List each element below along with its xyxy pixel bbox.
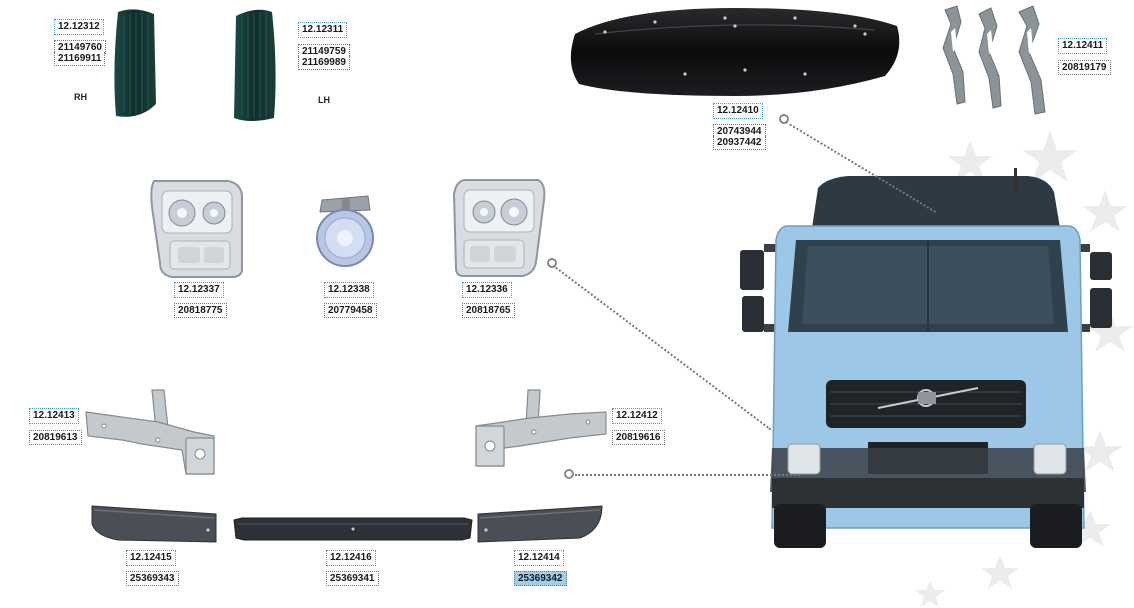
truck-front-image: [740, 168, 1112, 548]
part-ref-code: 12.12311: [298, 22, 348, 38]
oem-number: 20819616: [612, 430, 665, 445]
part-ref-code: 12.12413: [29, 408, 79, 424]
leader-dot: [564, 469, 574, 479]
visor-brackets-image: [942, 5, 1046, 115]
fog-lamp-image: [316, 195, 374, 267]
corner-deflector-lh: [234, 9, 276, 121]
oem-number: 20743944: [713, 124, 766, 138]
oem-number: 20819179: [1058, 60, 1111, 75]
side-label: LH: [318, 95, 330, 105]
oem-number: 25369341: [326, 571, 379, 586]
oem-number: 21169911: [54, 52, 106, 66]
headlamp-left-image: [150, 180, 243, 278]
part-ref-code: 12.12338: [324, 282, 374, 298]
oem-number: 21149759: [298, 44, 350, 58]
part-ref-code: 12.12410: [713, 103, 763, 119]
bumper-end-cap-left-image: [91, 505, 217, 543]
bumper-bracket-left-image: [85, 389, 215, 475]
oem-number: 25369343: [126, 571, 179, 586]
leader-dot: [547, 258, 557, 268]
part-ref-code: 12.12414: [514, 550, 564, 566]
part-ref-code: 12.12411: [1058, 38, 1108, 54]
part-ref-code: 12.12337: [174, 282, 224, 298]
oem-number: 20779458: [324, 303, 377, 318]
part-ref-code: 12.12415: [126, 550, 176, 566]
bumper-end-cap-right-image: [477, 505, 603, 543]
corner-deflector-rh: [114, 9, 156, 117]
side-label: RH: [74, 92, 87, 102]
part-ref-code: 12.12312: [54, 19, 104, 35]
part-ref-code: 12.12412: [612, 408, 662, 424]
leader-dot: [779, 114, 789, 124]
leader-line: [575, 474, 800, 476]
oem-number: 20937442: [713, 136, 766, 150]
oem-number: 21169989: [298, 56, 350, 70]
bumper-center-trim-image: [233, 517, 473, 541]
headlamp-right-image: [452, 179, 546, 277]
oem-number: 20818775: [174, 303, 227, 318]
oem-number: 20819613: [29, 430, 82, 445]
part-ref-code: 12.12336: [462, 282, 512, 298]
oem-number: 20818765: [462, 303, 515, 318]
part-ref-code: 12.12416: [326, 550, 376, 566]
sun-visor-image: [570, 8, 900, 96]
oem-number: 21149760: [54, 40, 106, 54]
oem-number-highlighted: 25369342: [514, 571, 567, 586]
bumper-bracket-right-image: [475, 389, 607, 467]
